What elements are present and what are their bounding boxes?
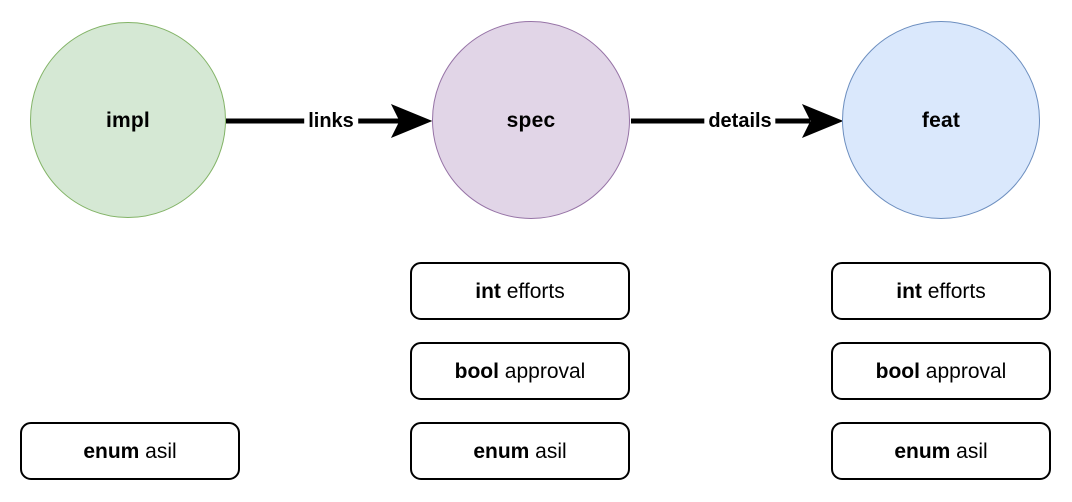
attribute-box-impl-asil[interactable]: enum asil [20, 422, 240, 480]
attribute-box-spec-approval[interactable]: bool approval [410, 342, 630, 400]
attribute-type: bool [454, 359, 499, 383]
node-feat[interactable]: feat [842, 21, 1040, 219]
attribute-text: bool approval [876, 361, 1007, 382]
attribute-box-spec-asil[interactable]: enum asil [410, 422, 630, 480]
attribute-box-spec-efforts[interactable]: int efforts [410, 262, 630, 320]
node-feat-label: feat [921, 108, 961, 132]
arrowhead-details [801, 104, 844, 138]
attribute-name: approval [925, 359, 1007, 383]
attribute-text: bool approval [455, 361, 586, 382]
node-impl-label: impl [106, 108, 150, 132]
attribute-text: int efforts [896, 281, 985, 302]
attribute-name: efforts [927, 279, 986, 303]
attribute-name: efforts [506, 279, 565, 303]
attribute-type: int [896, 279, 922, 303]
attribute-name: asil [956, 439, 988, 463]
edge-label-links: links [304, 111, 358, 131]
attribute-type: enum [83, 439, 140, 463]
node-spec[interactable]: spec [432, 21, 630, 219]
attribute-text: enum asil [83, 441, 176, 462]
attribute-name: asil [145, 439, 177, 463]
attribute-name: approval [504, 359, 586, 383]
node-spec-label: spec [506, 108, 556, 132]
attribute-text: int efforts [475, 281, 564, 302]
arrowhead-links [390, 104, 433, 138]
attribute-box-feat-approval[interactable]: bool approval [831, 342, 1051, 400]
attribute-text: enum asil [473, 441, 566, 462]
attribute-text: enum asil [894, 441, 987, 462]
attribute-type: enum [473, 439, 530, 463]
attribute-box-feat-efforts[interactable]: int efforts [831, 262, 1051, 320]
node-impl[interactable]: impl [30, 22, 226, 218]
attribute-type: bool [875, 359, 920, 383]
edge-label-details: details [704, 111, 776, 131]
attribute-name: asil [535, 439, 567, 463]
attribute-box-feat-asil[interactable]: enum asil [831, 422, 1051, 480]
attribute-type: enum [894, 439, 951, 463]
attribute-type: int [475, 279, 501, 303]
